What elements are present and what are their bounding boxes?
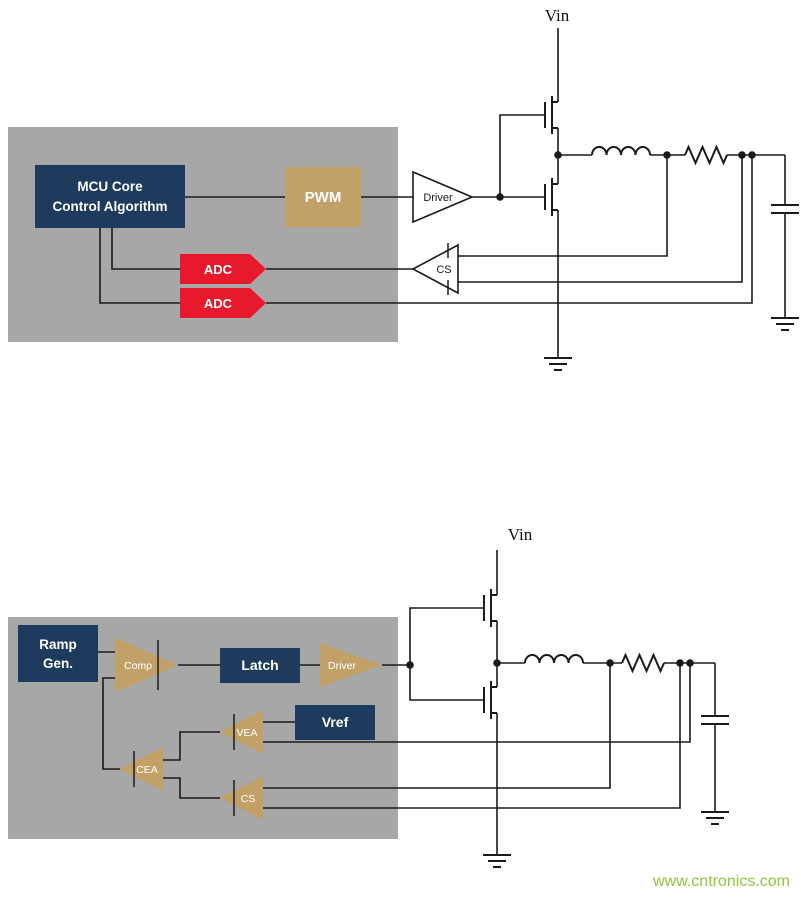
driver-amp-icon (412, 170, 475, 224)
pwm-label: PWM (305, 189, 342, 206)
vref-block (295, 705, 375, 740)
current-sense-amp-icon (220, 776, 263, 820)
inductor-icon (591, 146, 651, 156)
cea-label: CEA (136, 764, 158, 776)
junction-dot (493, 659, 501, 667)
driver-amp-icon (320, 643, 382, 687)
wire-feedback-lines (263, 663, 691, 809)
junction-dot (686, 659, 694, 667)
vin-label: Vin (545, 6, 570, 25)
comp-label: Comp (124, 660, 152, 672)
ground-icon (771, 317, 799, 331)
watermark: www.cntronics.com (652, 873, 790, 890)
junction-dot (748, 151, 756, 159)
wire-feedback-lines (266, 155, 753, 304)
pwm-block (285, 167, 361, 227)
junction-dot (663, 151, 671, 159)
low-side-mosfet-icon (544, 178, 558, 216)
junction-dot (406, 661, 414, 669)
output-capacitor-icon (701, 715, 729, 725)
adc-voltage-block (180, 288, 266, 318)
current-error-amp-icon (120, 747, 163, 791)
vref-label: Vref (322, 714, 349, 730)
high-side-mosfet-icon (544, 96, 558, 134)
adc-current-block (180, 254, 266, 284)
adc-current-label: ADC (204, 262, 233, 277)
mcu-block (35, 165, 185, 228)
ramp-gen-block (18, 625, 98, 682)
low-side-mosfet-icon (483, 681, 497, 719)
wire-signal-chain (185, 114, 545, 198)
ramp-gen-label-line2: Gen. (43, 656, 73, 671)
latch-label: Latch (241, 657, 278, 673)
junction-dot (606, 659, 614, 667)
vin-label: Vin (508, 525, 533, 544)
wire-signal-chain (98, 607, 484, 701)
output-capacitor-icon (771, 204, 799, 214)
sense-resistor-icon (684, 144, 728, 166)
cs-label: CS (241, 793, 256, 805)
mcu-label-line2: Control Algorithm (53, 199, 168, 214)
sense-resistor-icon (621, 652, 665, 674)
ground-icon (544, 357, 572, 371)
junction-dot (496, 193, 504, 201)
ground-icon (483, 854, 511, 868)
digital-control-diagram: Vin MCU Core Control Algorithm PWM Drive… (8, 6, 799, 371)
ground-icon (701, 811, 729, 825)
driver-label: Driver (423, 192, 453, 204)
high-side-mosfet-icon (483, 589, 497, 627)
driver-label: Driver (328, 660, 357, 672)
cs-label: CS (436, 264, 451, 276)
junction-dot (676, 659, 684, 667)
vea-label: VEA (236, 727, 257, 739)
analog-control-diagram: Vin Ramp Gen. Comp Latch Driver (8, 525, 729, 868)
inductor-icon (524, 654, 584, 664)
voltage-error-amp-icon (220, 710, 263, 754)
current-sense-amp-icon (411, 243, 459, 295)
wire-adc-links (99, 228, 413, 304)
ramp-gen-label-line1: Ramp (39, 637, 77, 652)
junction-dot (738, 151, 746, 159)
latch-block (220, 648, 300, 683)
mcu-label-line1: MCU Core (77, 179, 143, 194)
adc-voltage-label: ADC (204, 296, 233, 311)
comparator-icon (115, 638, 178, 692)
wire-error-amp-links (102, 677, 295, 799)
junction-dot (554, 151, 562, 159)
